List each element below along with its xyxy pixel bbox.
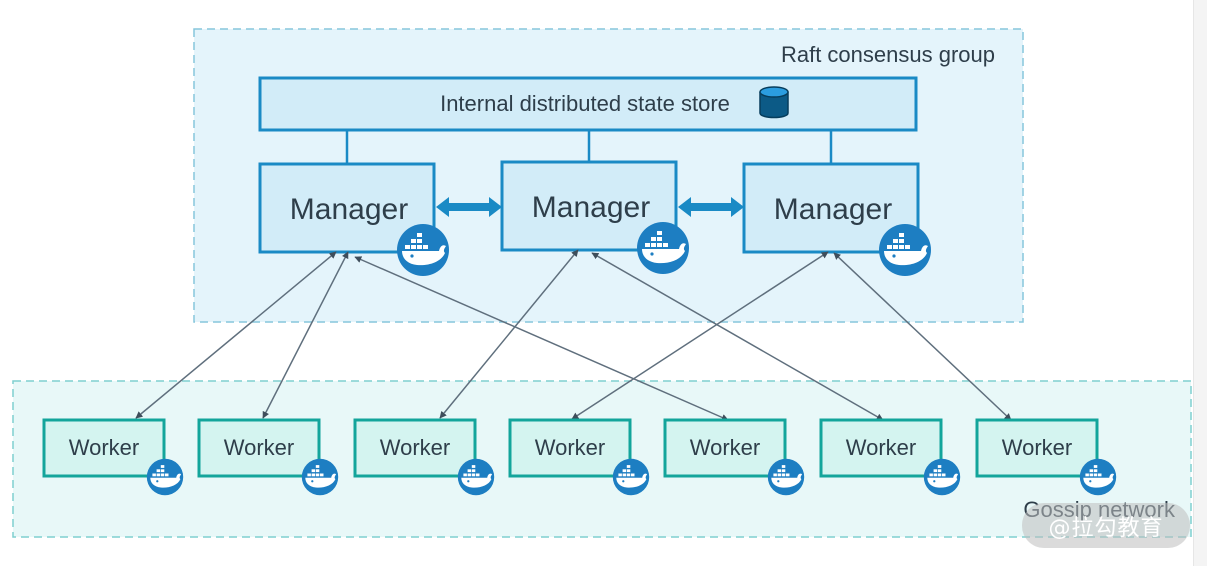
worker-2: Worker [197, 418, 339, 496]
state-store-label: Internal distributed state store [440, 91, 730, 116]
worker-label: Worker [846, 435, 917, 460]
docker-whale-icon [301, 458, 339, 496]
worker-label: Worker [69, 435, 140, 460]
worker-5: Worker [663, 418, 805, 496]
docker-whale-icon [397, 224, 449, 276]
watermark: @拉勾教育 [1022, 503, 1190, 548]
raft-group-label: Raft consensus group [781, 42, 995, 67]
worker-6: Worker [819, 418, 961, 496]
manager-label: Manager [532, 191, 650, 224]
connector-worker-3-manager-2 [439, 249, 579, 419]
manager-label: Manager [774, 193, 892, 226]
store-links [345, 130, 833, 164]
worker-label: Worker [535, 435, 606, 460]
worker-1: Worker [42, 418, 184, 496]
manager-sync-arrows [436, 197, 744, 217]
docker-whale-icon [612, 458, 650, 496]
database-icon [759, 86, 789, 119]
worker-label: Worker [690, 435, 761, 460]
sync-arrow-1-2 [436, 197, 502, 217]
state-store: Internal distributed state store [258, 76, 918, 132]
manager-label: Manager [290, 193, 408, 226]
worker-7: Worker [975, 418, 1117, 496]
manager-2: Manager [500, 160, 689, 274]
watermark-text: @拉勾教育 [1048, 515, 1164, 541]
connector-worker-4-manager-3 [571, 251, 829, 420]
worker-label: Worker [224, 435, 295, 460]
gossip-connectors [135, 249, 1012, 421]
worker-4: Worker [508, 418, 650, 496]
manager-3: Manager [742, 162, 931, 276]
worker-label: Worker [1002, 435, 1073, 460]
vertical-scrollbar[interactable] [1193, 0, 1207, 566]
connector-worker-2-manager-1 [262, 251, 349, 419]
docker-whale-icon [767, 458, 805, 496]
worker-3: Worker [353, 418, 495, 496]
connector-worker-7-manager-3 [833, 252, 1012, 421]
docker-whale-icon [457, 458, 495, 496]
docker-whale-icon [1079, 458, 1117, 496]
worker-label: Worker [380, 435, 451, 460]
docker-whale-icon [879, 224, 931, 276]
sync-arrow-2-3 [678, 197, 744, 217]
docker-whale-icon [637, 222, 689, 274]
docker-whale-icon [923, 458, 961, 496]
docker-whale-icon [146, 458, 184, 496]
